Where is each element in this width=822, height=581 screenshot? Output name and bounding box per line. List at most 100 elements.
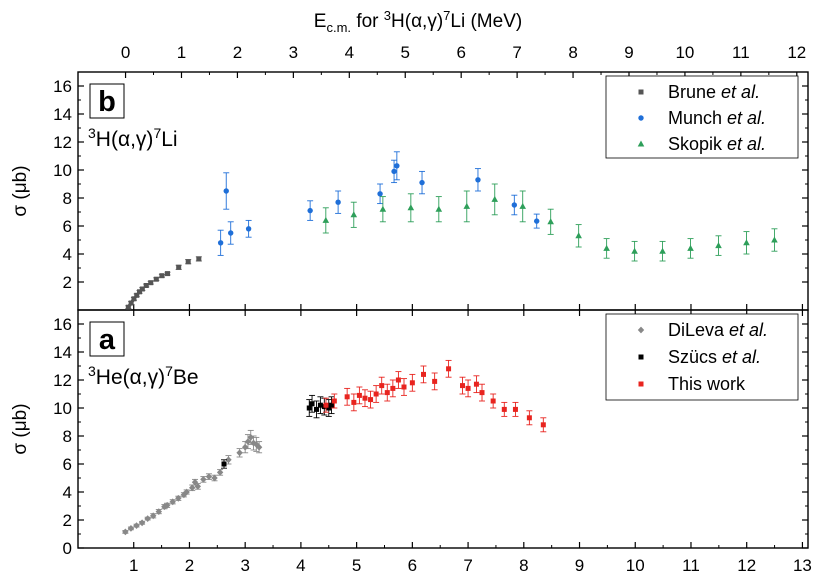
legend-b: Brune et al.Munch et al.Skopik et al. [605,75,799,159]
sz-cs-point [326,405,332,411]
x-tick-label: 8 [519,556,528,575]
panel-a-ylabel: σ (μb) [10,403,31,454]
this-work-point [420,371,426,377]
dileva-point [183,488,190,496]
skopik-point [575,232,582,239]
x-tick-label: 11 [682,556,700,575]
this-work-point [384,390,390,396]
x-tick-label: 12 [737,556,756,575]
brune-point [176,264,182,270]
skopik-point [715,242,722,249]
dileva-point [155,508,163,515]
this-work-point [379,383,385,389]
panel-a-label: a [99,324,116,356]
this-work-point [473,381,479,387]
munch-point [217,240,224,246]
top-tick-label: 11 [732,43,750,62]
skopik-point [631,247,638,254]
top-tick-label: 8 [568,43,577,62]
panel-b-ylabel: σ (μb) [10,165,31,216]
brune-point [137,289,143,295]
dileva-point [255,443,263,451]
sz-cs-point [306,405,312,411]
this-work-point [390,385,396,391]
top-tick-label: 9 [624,43,633,62]
skopik-point [519,202,527,209]
brune-point [148,280,154,286]
skopik-point [771,236,778,243]
y-tick-label: 12 [53,133,72,152]
top-tick-label: 10 [675,43,694,62]
munch-point [533,218,540,224]
sz-cs-point [314,406,320,412]
dileva-point [200,476,207,483]
skopik-point [491,195,499,202]
brune-point [153,276,159,282]
this-work-point [373,391,379,397]
panel-a-label-box [89,321,125,357]
y-tick-label: 8 [63,189,72,208]
this-work-point [351,399,357,405]
legend-marker [638,115,644,121]
this-work-point [465,385,471,391]
dileva-point [122,528,129,536]
munch-point [475,177,481,183]
x-tick-label: 10 [626,556,645,575]
this-work-point [479,390,485,396]
panel-b-label-box [89,83,125,119]
munch-point [394,163,400,169]
legend-marker [637,140,645,147]
munch-point [511,202,518,208]
dileva-point [236,449,243,457]
top-tick-label: 7 [512,43,521,62]
this-work-point [409,380,415,386]
this-work-point [540,422,546,428]
brune-point [139,286,145,292]
this-work-point [512,406,518,412]
top-tick-label: 6 [456,43,465,62]
skopik-point [350,211,358,218]
legend-marker [638,381,644,387]
sz-cs-point [317,402,323,408]
skopik-point [687,244,694,251]
dileva-point [194,483,202,490]
munch-point [307,207,313,214]
y-tick-label: 14 [53,105,72,124]
this-work-point [395,377,401,383]
sz-cs-point [329,402,335,408]
skopik-point [659,247,666,254]
skopik-point [379,205,387,212]
this-work-point [331,398,337,404]
points-layer [122,151,778,536]
skopik-point [322,216,330,223]
panel-a-reaction: 3He(α,γ)7Be [88,363,199,389]
this-work-point [490,398,496,404]
this-work-point [323,402,329,408]
brune-point [143,283,149,288]
y-tick-label: 2 [63,511,72,530]
x-tick-label: 1 [129,556,138,575]
this-work-point [401,384,407,390]
dileva-point [205,473,213,480]
this-work-point [526,415,532,421]
sz-cs-point [309,401,315,407]
x-tick-label: 7 [463,556,472,575]
dileva-point [244,438,252,445]
y-tick-label: 10 [53,161,72,180]
y-tick-label: 4 [63,483,72,502]
this-work-point [368,397,374,403]
dileva-point [144,515,151,522]
legend-label: DiLeva et al. [668,320,768,340]
this-work-point [501,406,507,412]
this-work-point [362,395,368,401]
legend-a: DiLeva et al.Szücs et al.This work [605,313,799,401]
skopik-point [547,218,554,225]
y-tick-label: 2 [63,273,72,292]
legend-marker [637,326,645,334]
brune-point [165,271,171,277]
dileva-point [169,498,176,506]
this-work-point [432,378,438,384]
y-tick-label: 14 [53,343,72,362]
